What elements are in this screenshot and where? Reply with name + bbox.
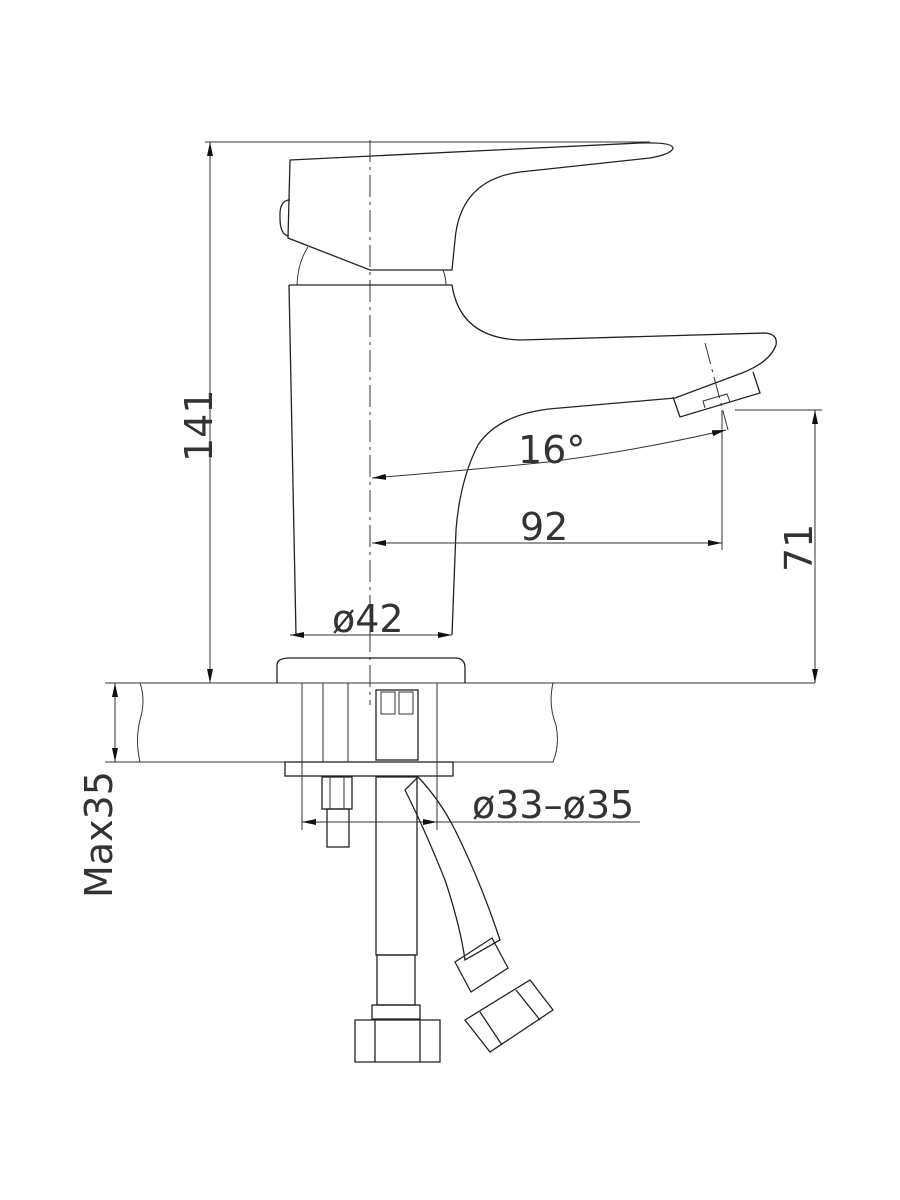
dim-spout-height: 71 xyxy=(777,524,821,572)
dim-spout-angle: 16° xyxy=(518,428,585,472)
dim-spout-reach: 92 xyxy=(520,505,568,549)
lever-handle xyxy=(279,142,674,286)
dim-body-diameter: ø42 xyxy=(332,597,404,641)
mounting-hardware xyxy=(284,683,454,848)
dim-hole-diameter: ø33–ø35 xyxy=(472,783,634,827)
dim-countertop-max: Max35 xyxy=(77,771,121,898)
countertop-section xyxy=(105,682,815,763)
flexible-hoses xyxy=(354,776,554,1063)
dimension-lines xyxy=(105,141,822,830)
faucet-body xyxy=(276,284,777,683)
dim-height-total: 141 xyxy=(177,389,221,462)
cartridge-button xyxy=(279,199,291,237)
